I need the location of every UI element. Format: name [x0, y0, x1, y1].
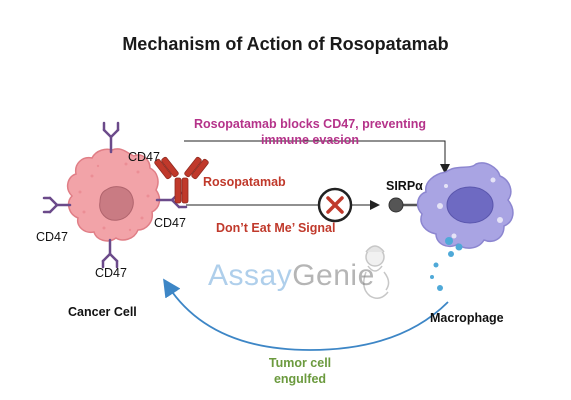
sirpa-receptor-icon [388, 197, 420, 213]
cd47-receptor-top [102, 121, 120, 154]
watermark: AssayGenie [208, 259, 375, 293]
engulfed-arrow [163, 278, 449, 351]
blocked-icon [317, 187, 353, 223]
macrophage-nucleus [446, 186, 494, 224]
cancer-cell-label: Cancer Cell [68, 305, 137, 319]
macrophage-label: Macrophage [430, 311, 504, 325]
page-title: Mechanism of Action of Rosopatamab [122, 34, 449, 54]
engulfed-annotation: Tumor cell engulfed [250, 355, 350, 387]
signal-label: Don’t Eat Me’ Signal [216, 221, 336, 235]
cd47-receptor-bottom [101, 238, 119, 269]
cancer-cell [66, 148, 161, 242]
drug-label: Rosopatamab [203, 175, 286, 189]
engulfed-line2: engulfed [273, 372, 327, 386]
cd47-label-bottom: CD47 [95, 266, 127, 280]
watermark-part1: Assay [208, 259, 293, 292]
engulfed-line1: Tumor cell [268, 356, 332, 370]
genie-logo-icon [363, 245, 390, 299]
blocks-arrow [184, 140, 450, 174]
cd47-receptor-left [42, 196, 72, 214]
blocks-annotation: Rosopatamab blocks CD47, preventing immu… [190, 116, 430, 148]
cd47-label-top: CD47 [128, 150, 160, 164]
macrophage-cell [416, 162, 514, 291]
cd47-label-left: CD47 [36, 230, 68, 244]
blocks-annotation-line2: immune evasion [261, 133, 359, 147]
cd47-label-right: CD47 [154, 216, 186, 230]
blocks-annotation-line1: Rosopatamab blocks CD47, preventing [193, 117, 426, 131]
receptor-label: SIRPα [386, 179, 423, 193]
watermark-part2: Genie [292, 259, 375, 292]
rosopatamab-antibody-icon [154, 156, 209, 204]
cancer-nucleus [99, 186, 134, 221]
